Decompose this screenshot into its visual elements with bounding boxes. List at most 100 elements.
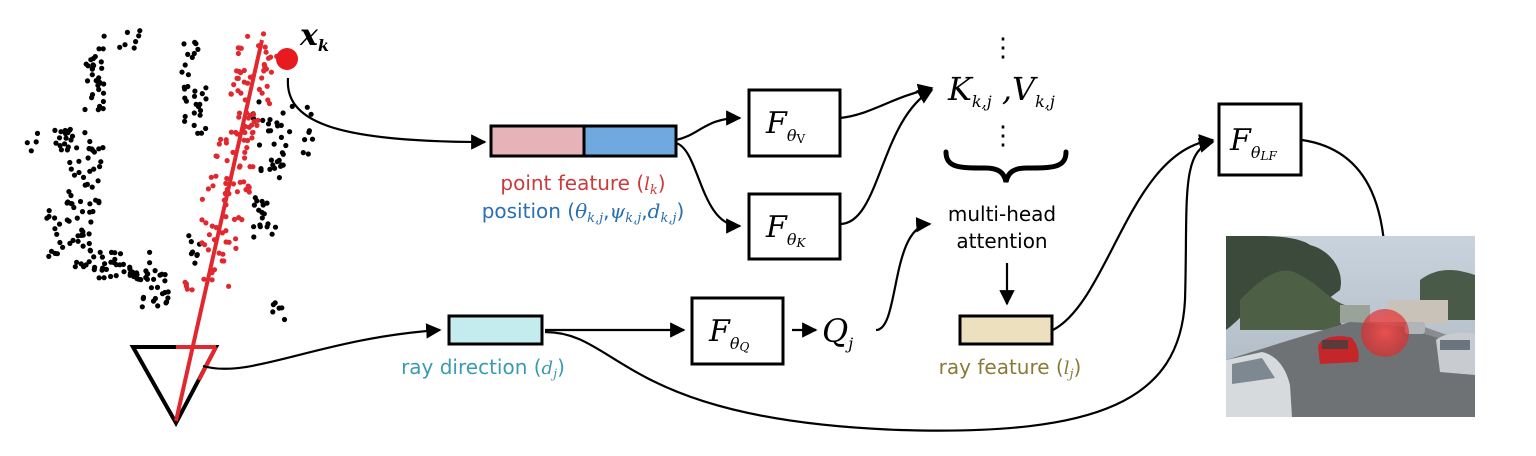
point-cloud-dot xyxy=(179,69,185,75)
ray-point-dot xyxy=(254,122,260,128)
camera-ray xyxy=(174,39,264,422)
point-cloud-dot xyxy=(136,33,142,39)
ray-direction-bar xyxy=(447,314,544,346)
point-cloud-dot xyxy=(58,147,64,153)
point-cloud-dot xyxy=(191,110,197,116)
ray-point-dot xyxy=(238,45,244,51)
point-cloud-dot xyxy=(302,137,308,143)
point-cloud-dot xyxy=(276,175,282,181)
point-cloud-dot xyxy=(165,289,171,295)
point-symbol: xk xyxy=(299,18,329,55)
point-cloud-dot xyxy=(28,148,34,154)
point-cloud-dot xyxy=(157,272,163,278)
point-cloud-dot xyxy=(133,39,139,45)
point-cloud-dot xyxy=(87,168,93,174)
point-cloud-dot xyxy=(101,81,107,87)
point-cloud-dot xyxy=(84,78,91,84)
ray-point-dot xyxy=(255,117,261,123)
point-cloud-dot xyxy=(251,202,257,208)
point-cloud-dot xyxy=(256,142,263,148)
point-cloud-dot xyxy=(188,251,194,257)
point-cloud-dot xyxy=(197,112,203,118)
point-cloud-dot xyxy=(70,237,76,243)
point-cloud-dot xyxy=(183,98,189,104)
point-cloud-dot xyxy=(101,275,107,281)
point-cloud-dot xyxy=(100,145,106,151)
point-cloud-dot xyxy=(117,251,124,257)
point-cloud-dot xyxy=(150,298,157,304)
point-cloud-dot xyxy=(66,189,72,195)
point-cloud-dot xyxy=(91,166,97,172)
point-cloud-dot xyxy=(99,254,105,260)
point-cloud-dot xyxy=(89,184,95,190)
point-cloud-dot xyxy=(163,300,169,306)
point-cloud-dot xyxy=(76,169,82,176)
point-cloud-dot xyxy=(162,272,168,278)
ray-point-dot xyxy=(241,79,247,85)
point-cloud-dot xyxy=(96,275,102,281)
point-cloud-dot xyxy=(272,224,279,230)
point-cloud-dot xyxy=(148,285,154,291)
point-cloud-dot xyxy=(52,226,58,232)
point-cloud-dot xyxy=(92,54,98,60)
point-cloud-dot xyxy=(280,110,286,116)
point-cloud-dot xyxy=(100,98,106,105)
ray-point-dot xyxy=(223,214,229,220)
point-cloud-dot xyxy=(74,145,80,151)
point-cloud-dot xyxy=(95,107,101,113)
point-cloud-dot xyxy=(56,221,63,227)
ray-point-dot xyxy=(263,49,269,55)
ray-point-dot xyxy=(246,124,252,130)
ray-point-dot xyxy=(266,101,273,107)
ray-point-dot xyxy=(223,180,229,186)
point-cloud-dot xyxy=(194,252,200,258)
ray-point-dot xyxy=(201,276,207,282)
point-cloud-dot xyxy=(182,86,188,92)
point-cloud-dot xyxy=(103,266,109,272)
ray-point-dot xyxy=(237,179,243,185)
ray-point-dot xyxy=(262,44,268,50)
point-cloud-dot xyxy=(274,159,280,165)
point-cloud-dot xyxy=(102,261,108,267)
point-cloud-dot xyxy=(68,166,74,172)
ray-point-dot xyxy=(242,129,248,136)
point-cloud-dot xyxy=(97,164,103,170)
point-cloud-dot xyxy=(121,269,127,275)
point-cloud-dot xyxy=(182,113,188,120)
q-label: Qj xyxy=(822,312,853,353)
rendered-street-image xyxy=(1226,236,1475,417)
ray-point-dot xyxy=(234,68,240,74)
wire-feature-to-fv xyxy=(675,110,742,142)
point-feature-label: point feature (lk) xyxy=(500,171,665,198)
point-cloud-dot xyxy=(58,129,64,135)
point-cloud-dot xyxy=(143,274,149,281)
ray-feature-label: ray feature (lj) xyxy=(939,355,1082,382)
point-cloud-dot xyxy=(185,51,191,58)
point-cloud-dot xyxy=(86,259,92,265)
point-cloud-dot xyxy=(203,85,209,91)
ray-point-dot xyxy=(256,86,262,92)
point-cloud-dot xyxy=(96,146,102,152)
point-cloud-dot xyxy=(65,144,71,150)
point-cloud-dot xyxy=(100,90,107,96)
wire-point-to-feature xyxy=(286,77,487,150)
point-cloud-dot xyxy=(192,39,198,46)
point-cloud-dot xyxy=(74,259,80,265)
ray-point-dot xyxy=(241,67,247,74)
point-cloud-dot xyxy=(304,104,310,110)
point-cloud-dot xyxy=(182,62,188,68)
ray-point-dot xyxy=(230,181,237,187)
point-cloud-dot xyxy=(65,130,71,136)
point-cloud-dot xyxy=(33,139,39,145)
point-cloud-dot xyxy=(309,136,316,142)
point-cloud-dot xyxy=(83,262,89,268)
ray-point-dot xyxy=(223,140,229,146)
point-cloud-dot xyxy=(72,264,78,270)
point-cloud-dot xyxy=(252,195,258,201)
point-cloud-dot xyxy=(280,162,286,168)
attention-label-line2: attention xyxy=(956,229,1047,253)
kv-dots-top: ⋮ xyxy=(990,33,1016,63)
point-cloud-dot xyxy=(256,99,262,105)
point-cloud-dot xyxy=(199,91,205,97)
ray-point-dot xyxy=(183,283,189,289)
